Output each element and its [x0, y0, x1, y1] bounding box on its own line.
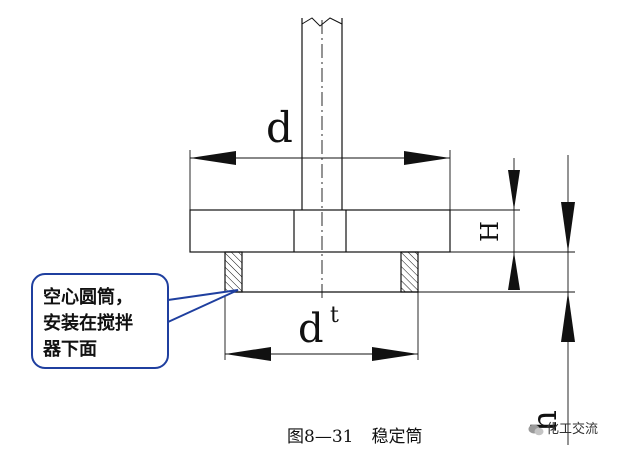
callout-line-3: 器下面 — [43, 339, 97, 360]
callout-pointer — [167, 289, 239, 324]
callout-note: 空心圆筒， 安装在搅拌 器下面 — [31, 273, 169, 369]
label-d: d — [266, 103, 293, 152]
label-dt-base: d — [298, 306, 324, 352]
watermark-text: 化工交流 — [546, 422, 599, 437]
callout-line-1: 空心圆筒， — [43, 287, 133, 308]
label-height-h: H — [476, 221, 504, 242]
dimension-h-clearance — [561, 155, 575, 445]
dimension-d — [189, 150, 451, 210]
callout-line-2: 安装在搅拌 — [43, 313, 133, 334]
impeller-hub — [189, 209, 451, 253]
agitator-shaft — [301, 17, 343, 300]
figure-caption: 图8—31 稳定筒 — [287, 422, 422, 447]
hollow-cylinder — [224, 251, 419, 293]
figure-title: 稳定筒 — [371, 427, 423, 447]
figure-number: 图8—31 — [287, 427, 354, 447]
wechat-icon — [528, 424, 544, 435]
label-dt-sup: t — [330, 303, 339, 328]
watermark: 化工交流 — [528, 418, 598, 437]
dimension-dt — [224, 292, 419, 361]
dimension-h-height — [418, 158, 575, 293]
